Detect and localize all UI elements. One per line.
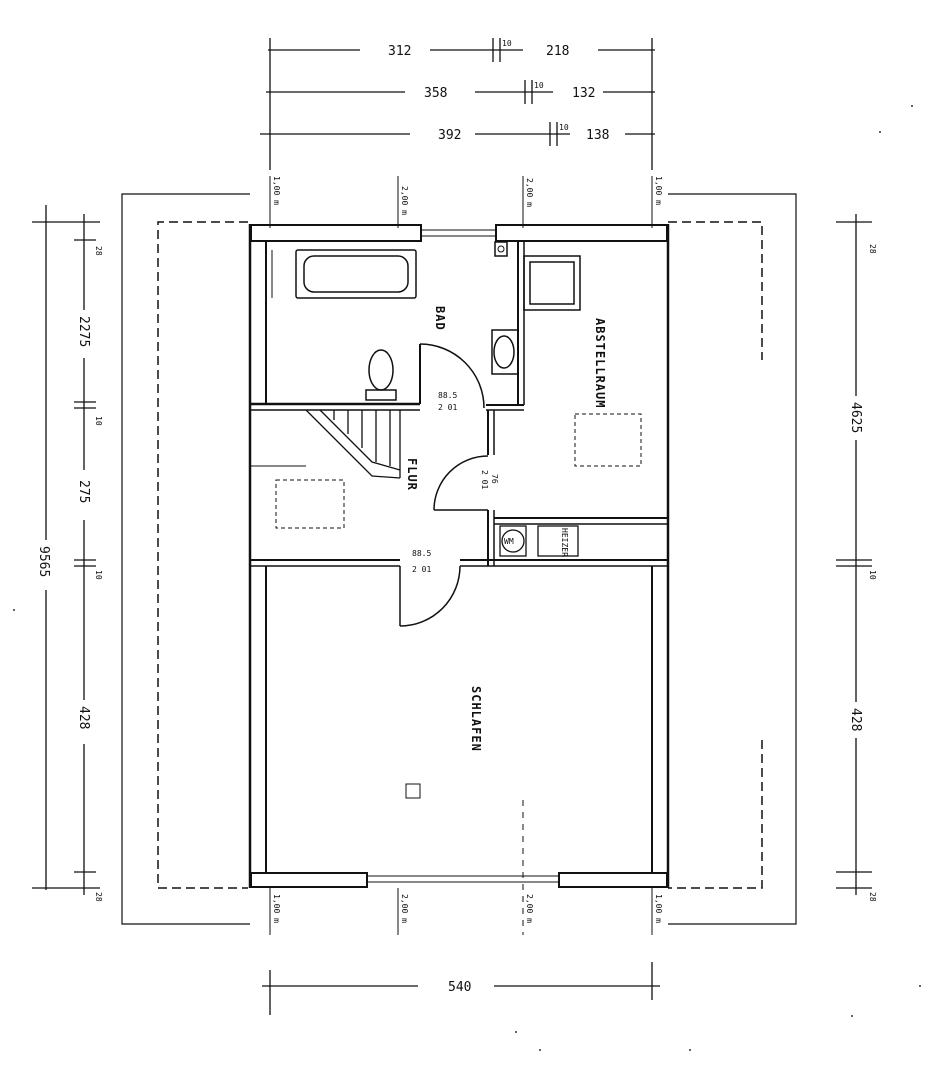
scan-specks [13,105,921,1051]
dim-right-part-2: 4625 [848,402,863,433]
height-top-right: 1,00 m [654,176,663,205]
dim-left-part-4: 275 [76,480,91,503]
small-fixture-square [405,783,421,799]
room-schlafen: SCHLAFEN [469,686,483,752]
height-bottom-left: 1,00 m [272,894,281,923]
toilet [365,349,397,401]
dim-left-part-7: 28 [94,892,103,902]
schlafen-door [399,565,461,627]
abstell-door-height: 2 01 [480,470,489,489]
height-bottom-mid2: 2,00 m [525,894,534,923]
dim-top-row2-mid: 10 [534,81,544,90]
dim-top-row3-mid: 10 [559,123,569,132]
dim-right-part-5: 28 [868,892,877,902]
wm-label: WM [504,537,514,546]
height-bottom-right: 1,00 m [654,894,663,923]
staircase [250,409,401,479]
bad-door [419,343,485,409]
room-abstellraum: ABSTELLRAUM [593,318,607,408]
height-top-bad: 2,00 m [400,186,409,215]
dim-top-row3-right: 138 [586,128,609,143]
dim-left-part-5: 10 [94,570,103,580]
dim-right-part-4: 428 [848,708,863,731]
dim-left-part-1: 28 [94,246,103,256]
washing-machine: WM [499,525,527,557]
shower-tray [523,255,581,311]
height-ticks [269,176,653,935]
dim-top-row1-mid: 10 [502,39,512,48]
bad-door-height: 2 01 [438,403,457,412]
abstell-door [433,455,489,511]
kneewall-dashed [157,221,763,889]
heater-label: HEIZER [560,528,569,557]
dim-top-row2-left: 358 [424,86,447,101]
height-bottom-mid1: 2,00 m [400,894,409,923]
bathtub [271,249,417,299]
dim-top-row2-right: 132 [572,86,595,101]
room-flur: FLUR [405,458,419,491]
dim-right-part-1: 28 [868,244,877,254]
dim-left-part-3: 10 [94,416,103,426]
schlafen-door-width: 88.5 [412,549,431,558]
washbasin [491,329,519,375]
roof-windows [275,413,642,529]
dim-left-part-6: 428 [76,706,91,729]
dim-top-row1-right: 218 [546,44,569,59]
dim-top-row3-left: 392 [438,128,461,143]
walls [248,224,670,888]
dim-bottom: 540 [448,980,471,995]
dim-right-part-3: 10 [868,570,877,580]
abstell-door-width: 76 [490,474,499,484]
room-bad: BAD [433,306,447,331]
heater: HEIZER [537,525,579,557]
right-dimension-chains [836,214,872,895]
dim-top-row1-left: 312 [388,44,411,59]
height-top-left: 1,00 m [272,176,281,205]
dim-left-part-2: 2275 [76,316,91,347]
dim-left-total: 9565 [36,546,51,577]
height-top-mid: 2,00 m [525,178,534,207]
schlafen-door-height: 2 01 [412,565,431,574]
roof-outline [121,193,797,925]
bad-door-width: 88.5 [438,391,457,400]
